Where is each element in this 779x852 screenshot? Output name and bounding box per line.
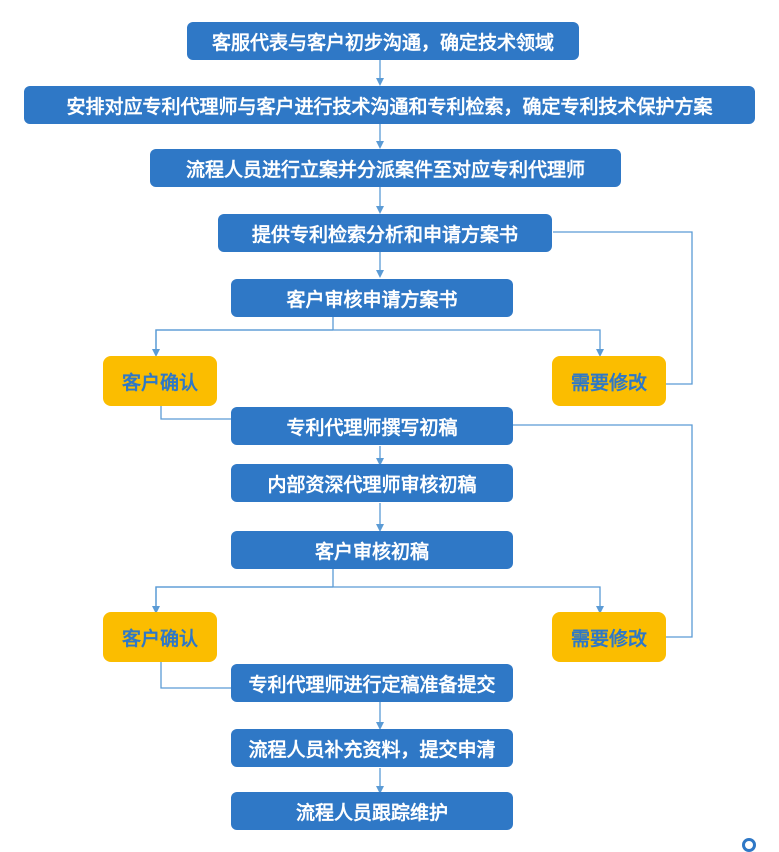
- step-label: 专利代理师进行定稿准备提交: [248, 673, 496, 696]
- branch-s8: [155, 569, 600, 610]
- arrow-s5-d1a: [152, 329, 333, 357]
- step-initial-communication: 客服代表与客户初步沟通，确定技术领域: [187, 22, 579, 60]
- step-label: 提供专利检索分析和申请方案书: [251, 223, 518, 246]
- step-internal-review: 内部资深代理师审核初稿: [231, 464, 513, 502]
- step-technical-communication: 安排对应专利代理师与客户进行技术沟通和专利检索，确定专利技术保护方案: [24, 86, 755, 124]
- decision-label: 客户确认: [121, 627, 198, 650]
- decision-label: 需要修改: [570, 627, 647, 650]
- step-label: 客户审核申请方案书: [286, 288, 458, 311]
- step-client-review-draft: 客户审核初稿: [231, 531, 513, 569]
- step-supplement-submit: 流程人员补充资料，提交申清: [231, 729, 513, 767]
- step-label: 客户审核初稿: [314, 540, 429, 563]
- decision-needs-revision-1: 需要修改: [552, 356, 666, 406]
- loop-d2b-s6: [513, 424, 693, 638]
- decision-label: 需要修改: [570, 371, 647, 394]
- step-finalize-submit: 专利代理师进行定稿准备提交: [231, 664, 513, 702]
- loop-d1b-s4: [553, 231, 693, 385]
- step-label: 客服代表与客户初步沟通，确定技术领域: [211, 31, 554, 54]
- step-case-filing: 流程人员进行立案并分派案件至对应专利代理师: [150, 149, 621, 187]
- step-label: 流程人员补充资料，提交申清: [248, 738, 496, 761]
- step-label: 流程人员进行立案并分派案件至对应专利代理师: [185, 158, 585, 181]
- decision-client-confirm-2: 客户确认: [103, 612, 217, 662]
- decision-needs-revision-2: 需要修改: [552, 612, 666, 662]
- step-tracking-maintenance: 流程人员跟踪维护: [231, 792, 513, 830]
- step-label: 专利代理师撰写初稿: [286, 416, 458, 439]
- decision-client-confirm-1: 客户确认: [103, 356, 217, 406]
- branch-s5: [155, 316, 600, 353]
- step-provide-proposal: 提供专利检索分析和申请方案书: [218, 214, 552, 252]
- link-d2a-s9: [160, 662, 232, 689]
- arrow-s8-d2a: [152, 586, 333, 614]
- link-d1a-s6: [160, 406, 232, 420]
- step-label: 安排对应专利代理师与客户进行技术沟通和专利检索，确定专利技术保护方案: [66, 95, 713, 118]
- decision-label: 客户确认: [121, 371, 198, 394]
- step-label: 流程人员跟踪维护: [295, 801, 448, 824]
- step-label: 内部资深代理师审核初稿: [267, 473, 477, 496]
- partial-corner-mark: [742, 838, 756, 852]
- step-client-review-proposal: 客户审核申请方案书: [231, 279, 513, 317]
- step-draft-writing: 专利代理师撰写初稿: [231, 407, 513, 445]
